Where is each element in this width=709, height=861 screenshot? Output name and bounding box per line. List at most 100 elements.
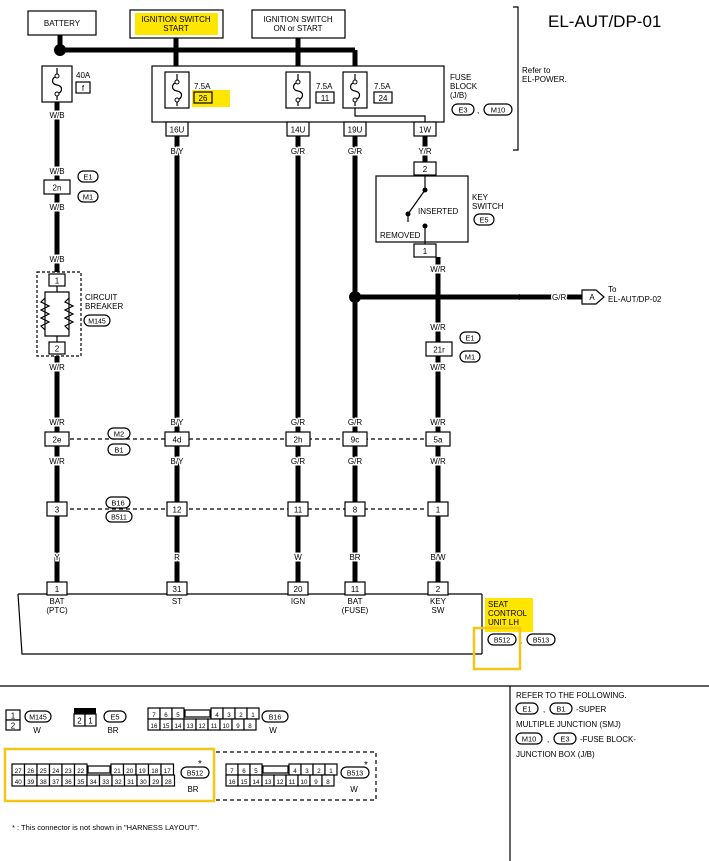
conn-b511-oval bbox=[105, 510, 133, 523]
leg-b512-pin: 27 bbox=[15, 768, 22, 775]
fuse-block-label-2: BLOCK bbox=[450, 82, 478, 91]
leg-b16-key bbox=[184, 709, 211, 718]
leg-b512-pin: 40 bbox=[15, 779, 22, 786]
svg-text:11: 11 bbox=[294, 506, 303, 515]
leg-b512-pin: 39 bbox=[27, 779, 34, 786]
leg-b512-pin: 33 bbox=[102, 779, 109, 786]
leg-b513-pin: 8 bbox=[326, 779, 330, 786]
svg-text:4d: 4d bbox=[173, 436, 182, 445]
refer-m10: M10 bbox=[522, 735, 537, 744]
page-code: EL-AUT/DP-01 bbox=[548, 12, 661, 31]
leg-b513-pin: 11 bbox=[289, 779, 296, 786]
leg-b16-cell bbox=[243, 718, 257, 731]
leg-b513-pin: 7 bbox=[230, 768, 234, 775]
ign-on-start-label-1: IGNITION SWITCH bbox=[263, 15, 333, 24]
fuse-24-id: 24 bbox=[379, 94, 388, 103]
leg-b16-pin: 3 bbox=[227, 712, 231, 719]
leg-b16-pin: 13 bbox=[187, 723, 194, 730]
unit-pin-1: 1 bbox=[46, 581, 68, 596]
refer-super: -SUPER bbox=[576, 705, 606, 714]
legend-b512-frame bbox=[3, 747, 216, 803]
fuse-26-id-box bbox=[193, 91, 213, 104]
terminal-1w: 1W bbox=[413, 121, 437, 137]
seat-unit-conn-b512-oval bbox=[487, 633, 517, 646]
conn-b16-8: 8 bbox=[344, 501, 366, 517]
key-switch-contact-2 bbox=[422, 223, 428, 229]
refer-fb: -FUSE BLOCK- bbox=[580, 735, 636, 744]
seat-unit-box bbox=[17, 593, 483, 655]
leg-b512-pin: 29 bbox=[152, 779, 159, 786]
circuit-breaker-conn-oval bbox=[83, 314, 111, 327]
branch-conn-a-shape bbox=[581, 289, 605, 305]
svg-text:2: 2 bbox=[11, 722, 16, 731]
wire-col4-label-2: G/R bbox=[348, 418, 362, 427]
leg-b512-pin: 25 bbox=[40, 768, 47, 775]
circuit-breaker-label-2: BREAKER bbox=[85, 302, 123, 311]
unit-pin-bat-ptc-1: BAT bbox=[50, 597, 65, 606]
leg-b513-pin: 6 bbox=[242, 768, 246, 775]
leg-b513-pin: 14 bbox=[253, 779, 260, 786]
fuse-40a-symbol bbox=[51, 68, 63, 100]
seat-unit-conn-b512: B512 bbox=[494, 638, 510, 645]
unit-pin-20: 20 bbox=[287, 581, 309, 596]
terminal-14u: 14U bbox=[286, 121, 310, 137]
leg-b513-pin: 9 bbox=[314, 779, 318, 786]
cb-pin-2 bbox=[48, 341, 66, 355]
key-switch-conn-oval bbox=[473, 213, 495, 226]
wire-col2-label-3: B/Y bbox=[171, 457, 185, 466]
seat-unit-name-1: SEAT bbox=[488, 600, 508, 609]
key-switch-label-1: KEY bbox=[472, 193, 489, 202]
leg-b513-key bbox=[262, 765, 289, 774]
leg-b512-pin: 24 bbox=[52, 768, 59, 775]
key-switch-label-2: SWITCH bbox=[472, 202, 504, 211]
seat-unit-connector-frame bbox=[472, 626, 522, 671]
conn-b16: B16 bbox=[111, 499, 124, 508]
svg-text:11: 11 bbox=[351, 585, 360, 594]
ign-on-start-box bbox=[251, 9, 346, 39]
fuse-40a-dot-top bbox=[54, 73, 60, 79]
refer-comma-1: , bbox=[543, 705, 545, 714]
leg-b16-pin: 4 bbox=[215, 712, 219, 719]
refer-line-1: REFER TO THE FOLLOWING. bbox=[516, 691, 627, 700]
refer-to-power: EL-POWER. bbox=[522, 75, 567, 84]
refer-e1-oval bbox=[515, 702, 539, 715]
ign-start-label-2: START bbox=[163, 24, 189, 33]
leg-b513-pin: 5 bbox=[254, 768, 258, 775]
wire-col1-label-6: W/R bbox=[49, 418, 65, 427]
svg-text:5a: 5a bbox=[434, 436, 443, 445]
branch-to-1: To bbox=[608, 285, 617, 294]
fuse-block-comma: , bbox=[477, 106, 479, 115]
leg-b16-pin: 15 bbox=[163, 723, 170, 730]
fuse-24-amp: 7.5A bbox=[374, 82, 391, 91]
svg-text:W: W bbox=[350, 785, 358, 794]
unit-pin-bat-fuse-1: BAT bbox=[348, 597, 363, 606]
wire-col1-label-5: W/R bbox=[49, 363, 65, 372]
leg-b513-pin: 3 bbox=[305, 768, 309, 775]
legend-m145: 1 2 M145 W bbox=[5, 709, 52, 735]
fuse-11-id: 11 bbox=[321, 94, 330, 103]
conn-b16-3: 3 bbox=[46, 501, 68, 517]
seat-unit-name-2: CONTROL bbox=[488, 609, 528, 618]
svg-text:2e: 2e bbox=[53, 436, 62, 445]
fuse-40a-id-box bbox=[75, 81, 91, 94]
wire-col5-label-5: W/R bbox=[430, 418, 446, 427]
svg-text:W: W bbox=[33, 726, 41, 735]
cb-pin-1-label: 1 bbox=[55, 277, 60, 286]
unit-pin-bat-fuse-2: (FUSE) bbox=[342, 606, 369, 615]
wire-col1-label-4: W/B bbox=[49, 255, 64, 264]
conn-9c: 9c bbox=[342, 431, 368, 447]
leg-b512-pin: 23 bbox=[65, 768, 72, 775]
unit-pin-key-sw-1: KEY bbox=[430, 597, 447, 606]
unit-pin-st: ST bbox=[172, 597, 182, 606]
leg-b16-pin: 7 bbox=[152, 712, 156, 719]
fuse-block-internal-wire bbox=[354, 108, 426, 122]
leg-b513-pin: 16 bbox=[229, 779, 236, 786]
conn-b1: B1 bbox=[114, 446, 123, 455]
leg-b512-pin: 30 bbox=[140, 779, 147, 786]
leg-b16-pin: 10 bbox=[223, 723, 230, 730]
svg-text:9c: 9c bbox=[351, 436, 359, 445]
leg-b512-pin: 31 bbox=[127, 779, 134, 786]
fuse-block-conn-e3: E3 bbox=[458, 106, 467, 115]
seat-unit-conn-b513-oval bbox=[526, 633, 556, 646]
fuse-block-conn-e3-oval bbox=[451, 103, 475, 116]
